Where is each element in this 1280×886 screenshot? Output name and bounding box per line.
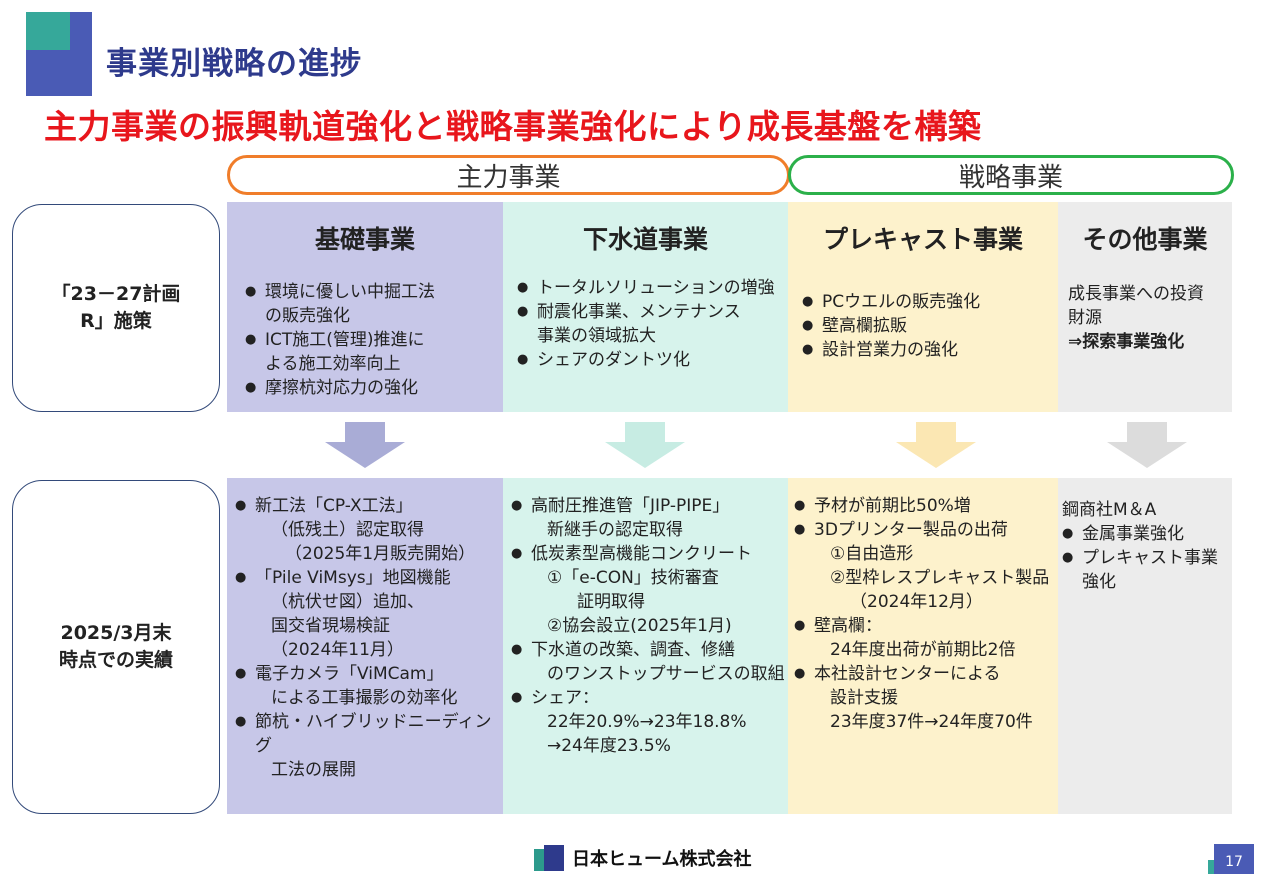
result-item: 低炭素型高機能コンクリート [511,542,787,566]
result-item: による工事撮影の効率化 [271,688,458,708]
result-item: シェア： [511,686,787,710]
result-item: 予材が前期比50%増 [794,494,1056,518]
result-item: （杭伏せ図）追加、 [271,592,424,612]
result-item: 節杭・ハイブリッドニーディング [235,710,501,758]
plan-item: 成長事業への投資 [1068,284,1204,304]
page-number-badge-icon [1208,844,1254,874]
title-decoration-icon [26,12,92,96]
page-title: 事業別戦略の進捗 [106,46,362,82]
result-item: 壁高欄： [794,614,1056,638]
plan-item: 財源 [1068,308,1102,328]
plan-item: ⇒探索事業強化 [1068,332,1185,352]
result-item: のワンストップサービスの取組 [547,664,785,684]
precast-result-cell: 予材が前期比50%増 3Dプリンター製品の出荷 ①自由造形 ②型枠レスプレキャス… [788,478,1058,814]
row-label-plan-line1: 「23－27計画 [51,283,181,306]
result-item: （2024年12月） [850,592,983,612]
result-item: ①「e-CON」技術審査 [547,568,719,588]
plan-item: 設計営業力の強化 [802,338,1054,362]
foundation-plan-cell: 基礎事業 環境に優しい中掘工法 の販売強化 ICT施工(管理)推進に よる施工効… [227,202,503,412]
result-item: 電子カメラ「ViMCam」 [235,662,501,686]
result-item: 新工法「CP-X工法」 [235,494,501,518]
plan-item: の販売強化 [265,306,350,326]
row-label-result: 2025/3月末 時点での実績 [12,480,220,814]
result-item: 新継手の認定取得 [547,520,683,540]
plan-item: ICT施工(管理)推進に [245,328,500,352]
plan-item: 摩擦杭対応力の強化 [245,376,500,400]
result-item: 本社設計センターによる [794,662,1056,686]
down-arrow-icon [325,422,405,468]
company-footer: 日本ヒューム株式会社 [534,845,751,871]
other-plan-cell: その他事業 成長事業への投資 財源 ⇒探索事業強化 [1058,202,1232,412]
foundation-result-cell: 新工法「CP-X工法」 （低残土）認定取得 （2025年1月販売開始） 「Pil… [227,478,503,814]
down-arrow-icon [605,422,685,468]
result-item: 国交省現場検証 [271,616,390,636]
result-item: （低残土）認定取得 [271,520,424,540]
result-item: ②協会設立(2025年1月) [547,616,732,636]
sewer-result-cell: 高耐圧推進管「JIP-PIPE」 新継手の認定取得 低炭素型高機能コンクリート … [503,478,788,814]
column-header-sewer: 下水道事業 [582,225,708,254]
group-strategic-business: 戦略事業 [788,155,1234,195]
result-item: 23年度37件→24年度70件 [830,712,1033,732]
result-item: 証明取得 [577,592,645,612]
result-item: 下水道の改築、調査、修繕 [511,638,787,662]
result-item: 鋼商社M＆A [1062,500,1157,520]
company-name: 日本ヒューム株式会社 [572,849,752,870]
plan-item: 事業の領域拡大 [537,326,656,346]
down-arrow-icon [896,422,976,468]
plan-item: 耐震化事業、メンテナンス [517,300,785,324]
plan-item: よる施工効率向上 [265,354,401,374]
other-result-cell: 鋼商社M＆A 金属事業強化 プレキャスト事業 強化 [1058,478,1232,814]
row-label-plan: 「23－27計画 R」施策 [12,204,220,412]
sewer-plan-cell: 下水道事業 トータルソリューションの増強 耐震化事業、メンテナンス 事業の領域拡… [503,202,788,412]
plan-item: 壁高欄拡販 [802,314,1054,338]
result-item: 金属事業強化 [1062,522,1230,546]
result-item: （2024年11月） [271,640,404,660]
precast-plan-cell: プレキャスト事業 PCウエルの販売強化 壁高欄拡販 設計営業力の強化 [788,202,1058,412]
result-item: （2025年1月販売開始） [285,544,476,564]
plan-item: PCウエルの販売強化 [802,290,1054,314]
plan-item: シェアのダントツ化 [517,348,785,372]
result-item: 工法の展開 [271,760,356,780]
result-item: 設計支援 [830,688,898,708]
group-main-business: 主力事業 [227,155,790,195]
result-item: 高耐圧推進管「JIP-PIPE」 [511,494,787,518]
result-item: プレキャスト事業 [1062,546,1230,570]
company-logo-icon [534,845,564,871]
row-label-result-line1: 2025/3月末 [60,622,172,645]
column-header-foundation: 基礎事業 [314,225,415,254]
result-item: 24年度出荷が前期比2倍 [830,640,1016,660]
page-number: 17 [1225,854,1243,870]
result-item: →24年度23.5% [547,736,671,756]
page-subtitle: 主力事業の振興軌道強化と戦略事業強化により成長基盤を構築 [44,107,982,146]
plan-item: トータルソリューションの増強 [517,276,785,300]
result-item: 「Pile ViMsys」地図機能 [235,566,501,590]
row-label-result-line2: 時点での実績 [58,649,173,671]
column-header-other: その他事業 [1082,225,1208,254]
down-arrow-icon [1107,422,1187,468]
result-item: 3Dプリンター製品の出荷 [794,518,1056,542]
row-label-plan-line2: R」施策 [80,310,152,332]
plan-item: 環境に優しい中掘工法 [245,280,500,304]
result-item: ②型枠レスプレキャスト製品 [830,568,1050,588]
result-item: 22年20.9%→23年18.8% [547,712,747,732]
result-item: 強化 [1082,572,1116,592]
result-item: ①自由造形 [830,544,914,564]
column-header-precast: プレキャスト事業 [822,225,1023,254]
